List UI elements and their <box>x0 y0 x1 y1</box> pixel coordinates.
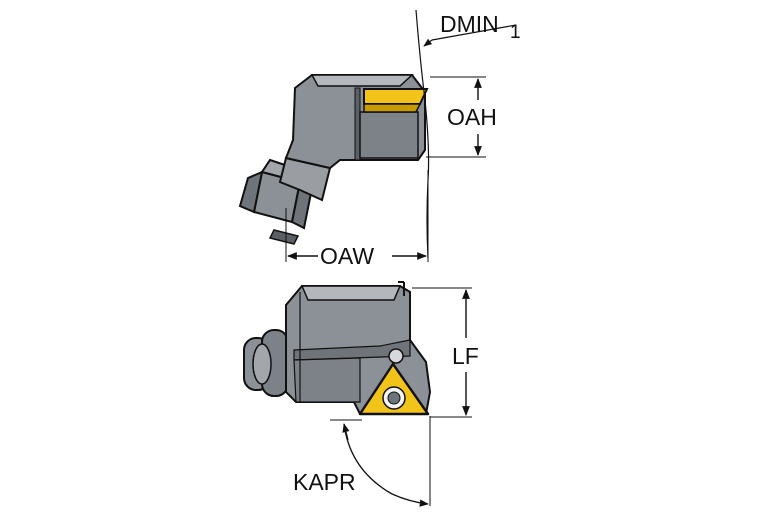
oah-label: OAH <box>447 104 497 130</box>
insert-top-icon <box>363 88 429 105</box>
lf-dimension <box>412 287 472 418</box>
side-view-tool-icon <box>243 281 432 416</box>
dmin-leader <box>431 24 517 41</box>
oah-dimension <box>426 76 486 158</box>
triangular-insert-icon <box>358 362 430 416</box>
kapr-label: KAPR <box>293 469 356 495</box>
oaw-label: OAW <box>320 243 374 269</box>
oaw-dimension <box>285 170 429 262</box>
dmin-curve <box>415 9 430 259</box>
kapr-dimension <box>330 416 431 507</box>
lf-label: LF <box>452 343 479 369</box>
dmin-label: DMIN <box>440 11 499 37</box>
top-view-tool-icon <box>238 74 429 245</box>
dmin-subscript: 1 <box>510 22 521 43</box>
side-coupling <box>243 329 289 397</box>
